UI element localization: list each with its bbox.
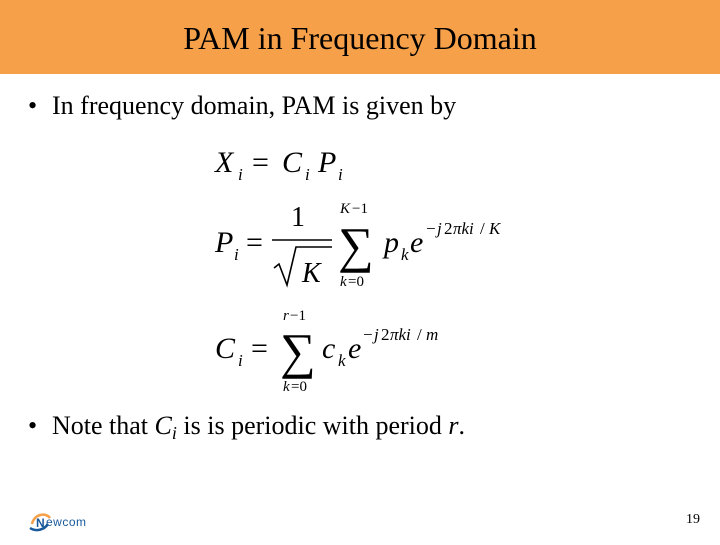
svg-text:j: j (435, 219, 442, 238)
svg-text:i: i (338, 165, 343, 184)
bullet-text-2-suffix: is is periodic with period (176, 411, 449, 440)
slide-title: PAM in Frequency Domain (183, 20, 537, 56)
page-number: 19 (686, 512, 700, 527)
svg-text:k: k (401, 245, 409, 264)
bullet-item-2: • Note that Ci is is periodic with period… (28, 410, 465, 449)
svg-text:r: r (283, 308, 289, 324)
svg-text:e: e (410, 226, 423, 259)
svg-text:=0: =0 (348, 274, 364, 290)
svg-text:−1: −1 (352, 201, 368, 217)
title-bar: PAM in Frequency Domain (0, 0, 720, 74)
svg-text:2: 2 (381, 325, 390, 344)
svg-text:e: e (348, 332, 361, 365)
svg-text:=: = (252, 146, 269, 179)
bullet-text-2-prefix: Note that (52, 411, 155, 440)
svg-text:=0: =0 (291, 379, 307, 395)
svg-text:P: P (214, 226, 233, 259)
svg-text:πki: πki (390, 325, 411, 344)
logo-text: ewcom (46, 515, 87, 529)
svg-text:i: i (238, 165, 243, 184)
svg-text:p: p (382, 226, 399, 259)
svg-text:k: k (340, 274, 347, 290)
svg-text:i: i (305, 165, 310, 184)
svg-text:N: N (36, 516, 45, 530)
bullet-marker: • (28, 91, 38, 120)
svg-text:−1: −1 (290, 308, 306, 324)
svg-text:2: 2 (444, 219, 453, 238)
svg-text:/: / (417, 325, 422, 344)
svg-text:=: = (246, 226, 263, 259)
bullet-text-2-end: . (458, 411, 466, 440)
svg-text:i: i (238, 351, 243, 370)
svg-text:−: − (426, 219, 436, 238)
bullet-marker: • (28, 411, 38, 440)
svg-text:1: 1 (291, 202, 305, 233)
svg-text:m: m (426, 325, 438, 344)
svg-text:πki: πki (453, 219, 474, 238)
svg-text:c: c (322, 332, 335, 365)
svg-text:X: X (214, 146, 235, 179)
svg-text:−: − (363, 325, 373, 344)
var-c-subscript: i (171, 423, 177, 443)
svg-text:K: K (488, 219, 502, 238)
var-r: r (448, 411, 459, 440)
equation-3: C i = r −1 ∑ k =0 c k e − j 2 πki / m (215, 308, 438, 395)
svg-text:j: j (372, 325, 379, 344)
equation-1: X i = C i P i (214, 146, 343, 184)
svg-text:=: = (251, 332, 268, 365)
svg-text:C: C (282, 146, 303, 179)
svg-text:K: K (339, 201, 351, 217)
logo-swoosh-icon: N (29, 513, 52, 532)
bullet-text-1: In frequency domain, PAM is given by (52, 91, 457, 120)
svg-text:∑: ∑ (280, 323, 316, 379)
svg-text:/: / (480, 219, 485, 238)
equation-2: P i = 1 K K −1 ∑ k =0 p k e − j 2 πki / … (214, 201, 502, 290)
svg-text:C: C (215, 332, 236, 365)
bullet-item-1: • In frequency domain, PAM is given by (28, 90, 456, 122)
svg-text:K: K (301, 258, 322, 289)
svg-text:i: i (234, 245, 239, 264)
svg-text:∑: ∑ (338, 217, 374, 273)
svg-text:k: k (338, 351, 346, 370)
svg-text:P: P (317, 146, 336, 179)
newcom-logo: N ewcom (28, 510, 98, 534)
svg-text:k: k (283, 379, 290, 395)
var-c: C (154, 411, 172, 440)
